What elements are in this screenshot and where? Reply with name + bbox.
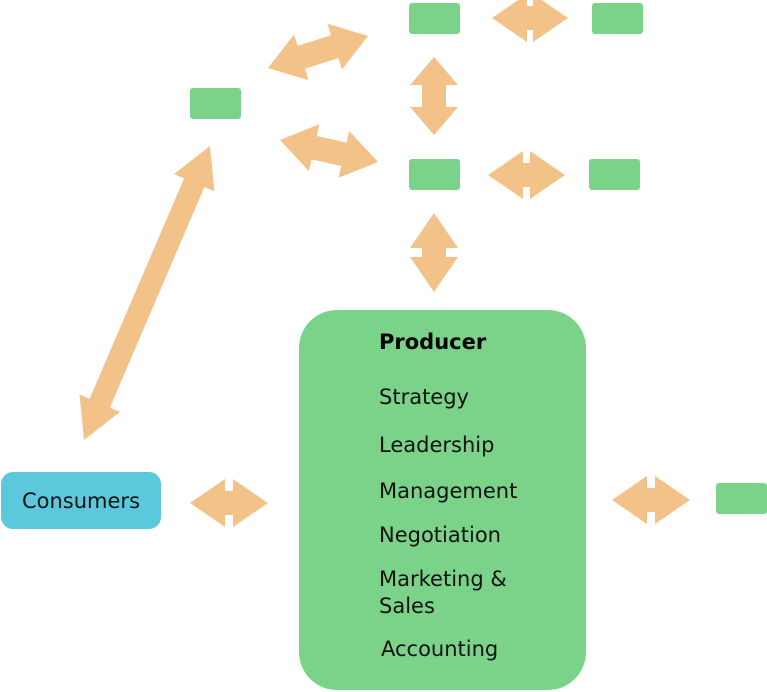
producer-item-negotiation: Negotiation [379, 523, 501, 547]
producer-item-leadership: Leadership [379, 433, 495, 457]
arrow-middle-horizontal [488, 151, 565, 199]
producer-item-accounting: Accounting [381, 637, 499, 661]
arrow-hub-to-consumers [79, 146, 215, 440]
node-middle-center [409, 159, 460, 190]
arrow-producer-to-far-right [612, 476, 690, 524]
arrow-hub-to-top [268, 23, 368, 81]
producer-item-management: Management [379, 479, 518, 503]
arrow-middle-to-producer [410, 213, 458, 292]
arrow-top-to-middle-vertical [410, 57, 458, 135]
arrow-hub-to-middle [280, 124, 378, 178]
node-far-right [716, 483, 767, 514]
node-left-hub [190, 88, 241, 119]
producer-title: Producer [379, 330, 487, 354]
node-top-middle [409, 3, 460, 34]
producer-item-strategy: Strategy [379, 385, 469, 409]
consumers-label: Consumers [21, 488, 141, 513]
arrow-consumers-to-producer [190, 479, 268, 527]
producer-item-marketing-sales: Marketing & Sales [379, 567, 507, 618]
producer-box [299, 310, 586, 690]
node-middle-right [589, 159, 640, 190]
consumers-box: Consumers [1, 472, 161, 529]
arrow-top-horizontal [492, 0, 568, 42]
node-top-right [592, 3, 643, 34]
